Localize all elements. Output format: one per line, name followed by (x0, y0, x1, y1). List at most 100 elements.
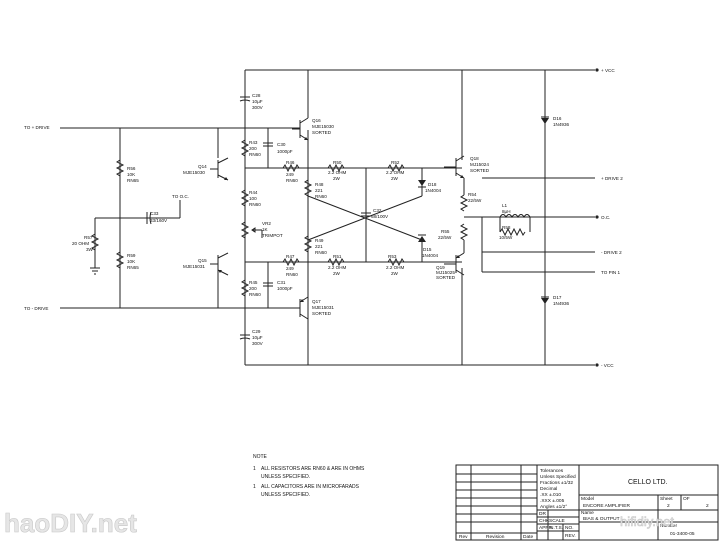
r44-value: 100 (249, 196, 257, 201)
company-name: CELLO LTD. (628, 479, 668, 486)
r59-ref: R59 (127, 253, 136, 258)
r56-type: RN65 (127, 178, 139, 183)
r59-type: RN65 (127, 265, 139, 270)
q17-ref: Q17 (312, 299, 321, 304)
driver-wiring (217, 128, 462, 365)
transistor-q15 (210, 252, 229, 276)
resistor-r46 (282, 163, 300, 173)
d18-ref: D18 (428, 182, 437, 187)
drawing-number: 01-3400-05 (670, 531, 695, 537)
vr2-type: TRIMPOT (262, 233, 283, 238)
resistor-r59 (115, 251, 125, 269)
transistor-q14 (210, 157, 229, 181)
q19-part: MJ15025 (436, 270, 455, 275)
output-network (464, 177, 599, 273)
q19-ref: Q19 (436, 265, 445, 270)
r44-type: RN60 (249, 202, 261, 207)
d16-part: 1N4936 (553, 122, 570, 127)
c30-value: 1000pF (277, 149, 293, 154)
dr-label: DR (539, 511, 546, 517)
capacitor-c28 (239, 96, 251, 102)
r46-value: 249 (286, 172, 294, 177)
note-2-number: 1 (253, 484, 256, 490)
transistor-q16 (292, 70, 309, 141)
to-oc-label: TO O.C. (172, 194, 189, 199)
r53-value: 2.2 OHM (386, 265, 405, 270)
q16-part: MJE15030 (312, 124, 334, 129)
capacitor-c32 (361, 212, 371, 217)
date-column-header: Date (523, 534, 533, 540)
tolerance-line-7: Angles ±1/2° (540, 504, 567, 510)
q18-sorted: SORTED (470, 168, 490, 173)
q17-sorted: SORTED (312, 311, 332, 316)
vr2-value: 1K (262, 227, 269, 232)
resistor-r43 (240, 139, 250, 157)
name-value: BIAS & OUTPUT (583, 516, 620, 522)
tolerance-line-2: Unless Specified (540, 474, 576, 480)
d15-part: 1N4004 (422, 253, 439, 258)
to-minus-drive-label: TO - DRIVE (24, 306, 48, 311)
chk-label: CHK (539, 518, 550, 524)
d15-ref: D15 (423, 247, 432, 252)
q18-part: MJ15024 (470, 162, 489, 167)
r49-type: RN60 (315, 250, 327, 255)
r45-ref: R45 (249, 280, 258, 285)
resistor-r50 (327, 163, 345, 173)
number-label: Number (660, 523, 677, 529)
sheet-number: 2 (667, 503, 670, 509)
l1-ref: L1 (502, 203, 508, 208)
r54-ref: R54 (468, 192, 477, 197)
q14-part: MJE15030 (183, 170, 205, 175)
resistor-r52 (387, 163, 405, 173)
r54-value: 22/5W (468, 198, 482, 203)
c32-value: 68/100V (371, 214, 389, 219)
vr2-ref: VR2 (262, 221, 271, 226)
r56-ref: R56 (127, 166, 136, 171)
c30-ref: C30 (277, 142, 286, 147)
r51-power: 2W (333, 271, 341, 276)
resistor-r57 (90, 233, 100, 275)
r53-power: 2W (391, 271, 399, 276)
title-block-frame (455, 464, 719, 541)
c29-voltage: 300V (252, 341, 264, 346)
cross-wiring (307, 168, 423, 262)
rev-label: REV. (565, 533, 576, 539)
watermark-haodiy: haoDIY.net (4, 508, 137, 538)
r56-value: 10K (127, 172, 136, 177)
d17-part: 1N4936 (553, 301, 570, 306)
capacitor-c31 (263, 282, 273, 287)
r43-type: RN60 (249, 152, 261, 157)
resistor-r53 (387, 257, 405, 267)
r57-power: 3W (86, 247, 94, 252)
name-label: Name (581, 510, 594, 516)
r48-type: RN60 (315, 194, 327, 199)
trimpot-vr2 (240, 221, 263, 239)
q19-sorted: SORTED (436, 275, 456, 280)
r44-ref: R44 (249, 190, 258, 195)
note-2-line-b: UNLESS SPECIFIED. (261, 492, 310, 498)
r48-ref: R48 (315, 182, 324, 187)
r52-power: 2W (391, 176, 399, 181)
r52-value: 2.2 OHM (386, 170, 405, 175)
diode-d15 (418, 234, 426, 262)
resistor-r48 (303, 179, 313, 197)
note-2-line-a: ALL CAPACITORS ARE IN MICROFARADS (261, 484, 360, 490)
diode-d16 (541, 116, 549, 124)
r57-ref: R57 (84, 235, 93, 240)
r53-ref: R53 (388, 254, 397, 259)
tolerance-line-5: .XX ±.010 (540, 492, 561, 498)
c31-ref: C31 (277, 280, 286, 285)
r55-value: 22/5W (438, 235, 452, 240)
c31-value: 1000pF (277, 286, 293, 291)
q15-part: MJE15031 (183, 264, 205, 269)
c33-ref: C33 (150, 211, 159, 216)
note-1-line-b: UNLESS SPECIFIED. (261, 474, 310, 480)
watermark-hifidiy: hifidiy.net (620, 514, 674, 529)
oc-label: O.C. (601, 215, 610, 220)
q14-ref: Q14 (198, 164, 207, 169)
c33-value: 33/160V (150, 218, 168, 223)
revision-column-header: Revision (486, 534, 505, 540)
r52-ref: R52 (391, 160, 400, 165)
vcc-neg-label: - VCC (601, 363, 614, 368)
